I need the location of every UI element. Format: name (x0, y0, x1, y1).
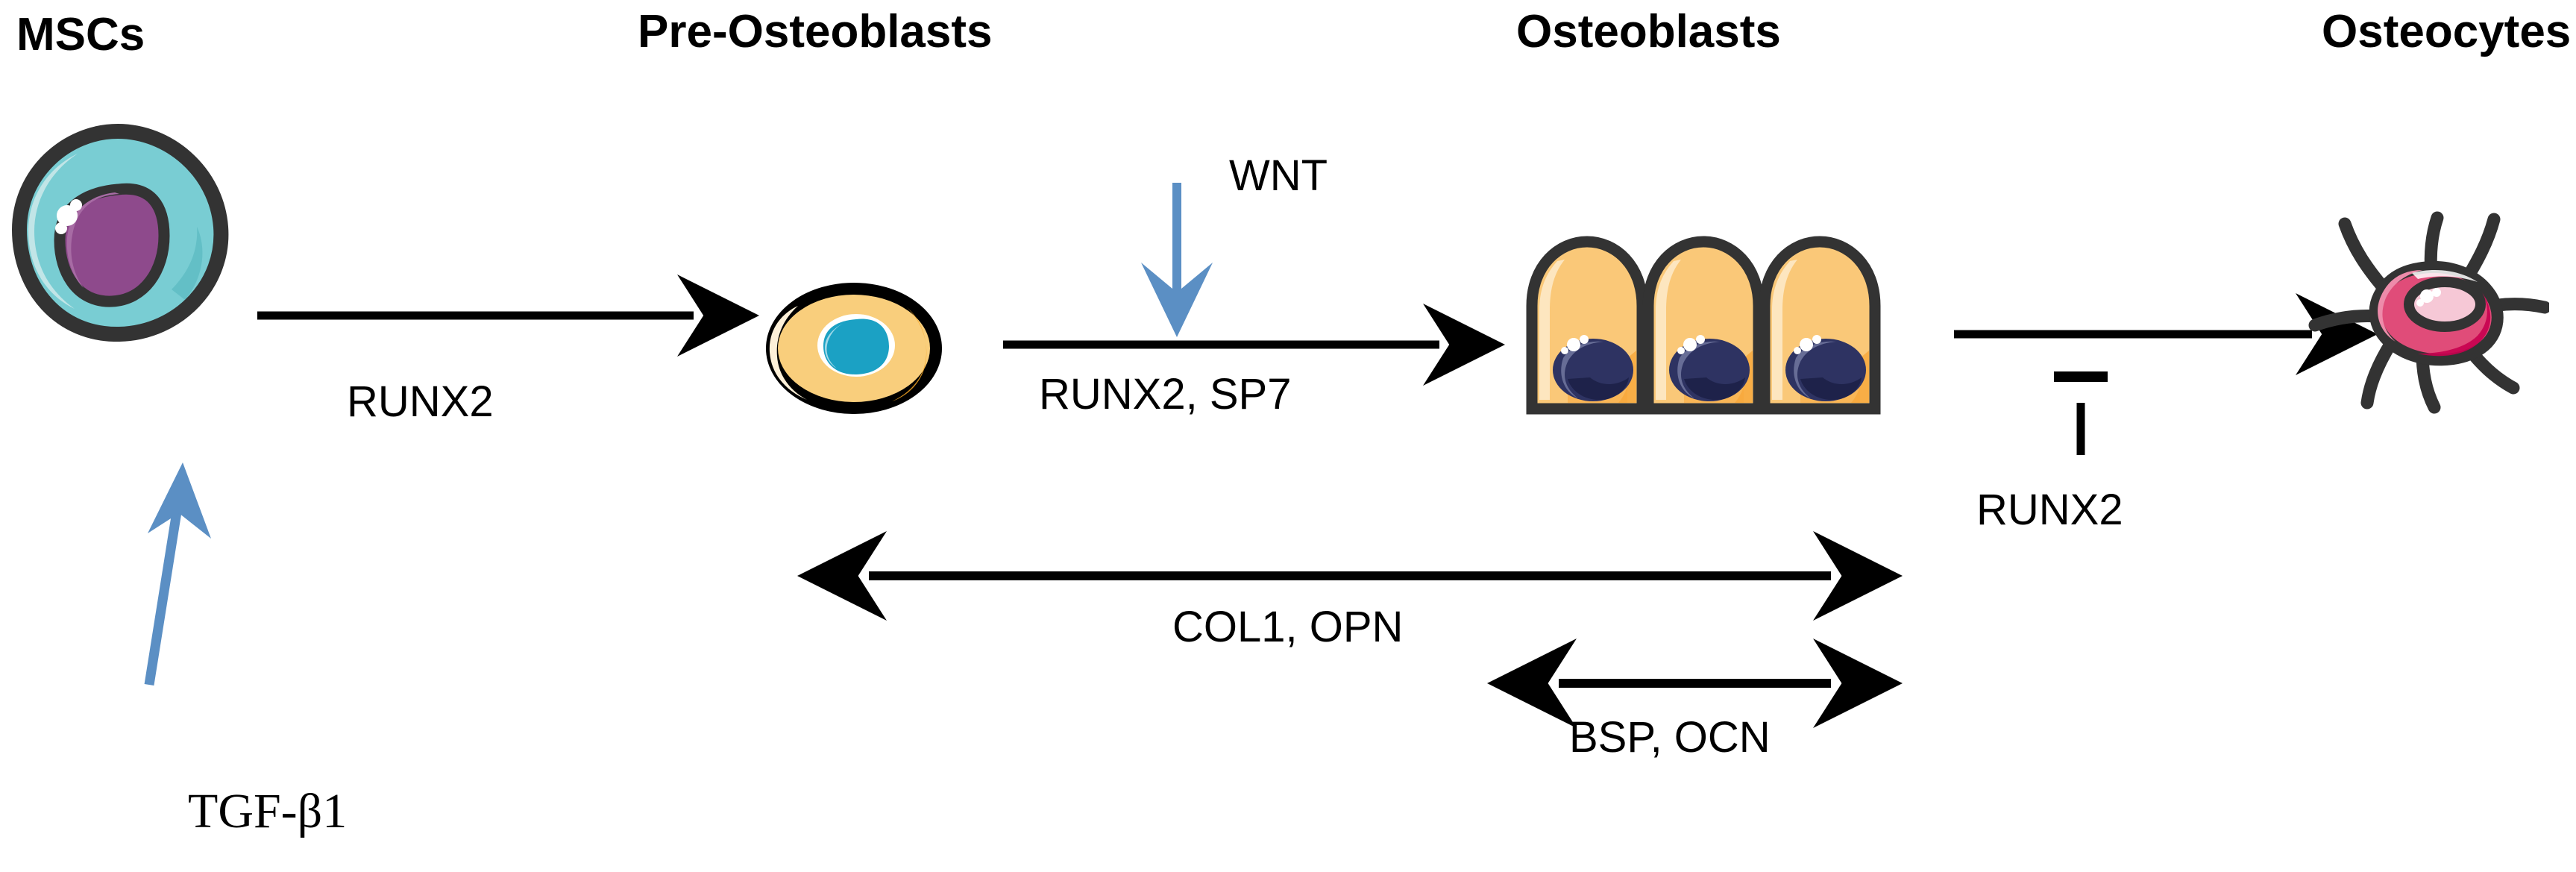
osteocyte-icon (2308, 211, 2549, 414)
osteoblast-cell (1759, 236, 1881, 415)
label-runx2-inhibitor: RUNX2 (1976, 486, 2123, 534)
label-runx2-sp7: RUNX2, SP7 (1039, 370, 1292, 418)
label-bsp-ocn: BSP, OCN (1569, 713, 1771, 762)
inhibition-tbar-runx2 (2054, 371, 2108, 455)
label-tgfb1-signal: TGF-β1 (188, 784, 348, 838)
label-runx2-msc-to-pre: RUNX2 (347, 377, 494, 426)
stage-header-osteoblasts: Osteoblasts (1516, 6, 1781, 57)
label-col1-opn: COL1, OPN (1172, 603, 1404, 651)
arrow-wnt-signal (1141, 183, 1213, 337)
pre-osteoblast-icon (766, 283, 942, 414)
mesenchymal-stem-cell-icon (11, 123, 229, 342)
stage-header-osteocytes: Osteocytes (2322, 6, 2572, 57)
stage-header-mscs: MSCs (16, 9, 145, 60)
osteoblast-cell (1642, 236, 1765, 415)
arrow-tgfb1-signal (144, 462, 211, 686)
osteoblast-row-icon (1526, 236, 1881, 415)
stage-header-pre-osteoblasts: Pre-Osteoblasts (638, 6, 993, 57)
label-wnt-signal: WNT (1229, 151, 1328, 200)
osteoblast-cell (1526, 236, 1648, 415)
